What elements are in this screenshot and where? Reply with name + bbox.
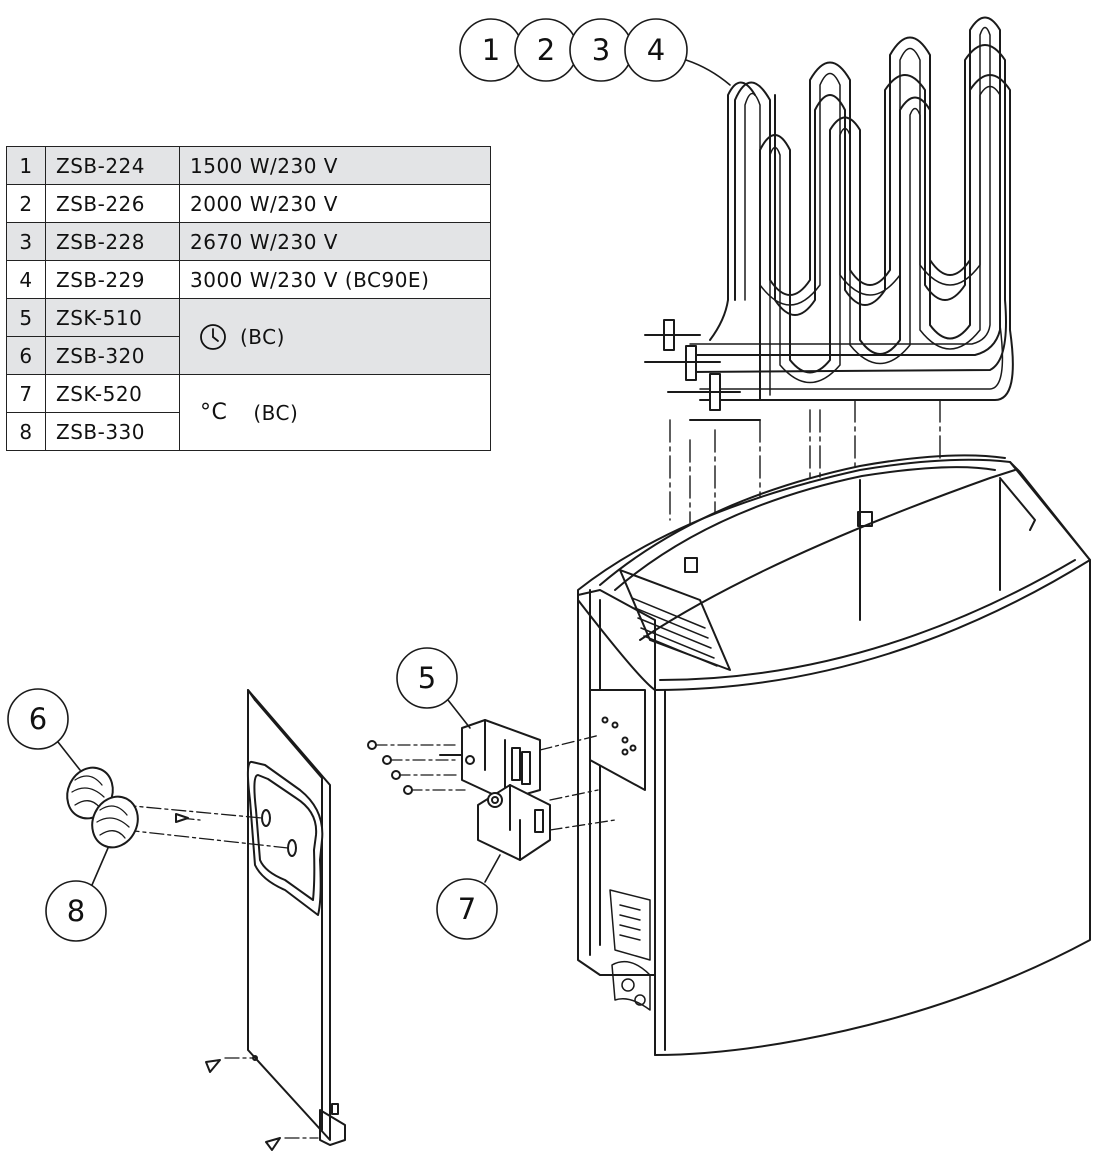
parts-table: 1 ZSB-224 1500 W/230 V 2 ZSB-226 2000 W/… (6, 146, 491, 451)
callout-circle-5 (396, 647, 458, 709)
part-number: 2 (6, 184, 46, 223)
table-row: 3 ZSB-228 2670 W/230 V (6, 222, 491, 261)
table-row: 7 ZSK-520 °C (BC) (6, 374, 491, 451)
callout-label-5: 5 (417, 661, 437, 695)
part-code: ZSB-320 (45, 336, 180, 375)
part-code: ZSB-229 (45, 260, 180, 299)
part-code: ZSB-226 (45, 184, 180, 223)
callout-circle-7 (436, 878, 498, 940)
callout-label-2: 2 (536, 33, 556, 67)
callout-circle-6 (7, 688, 69, 750)
heating-element-back (689, 16, 1001, 356)
leader-lines (57, 59, 731, 886)
part-number: 6 (6, 336, 46, 375)
part-code: ZSB-224 (45, 146, 180, 185)
timer-group-label: (BC) (240, 324, 285, 349)
control-panel (121, 689, 346, 1151)
table-row: 1 ZSB-224 1500 W/230 V (6, 146, 491, 185)
part-spec: 3000 W/230 V (BC90E) (179, 260, 491, 299)
part-spec: 2000 W/230 V (179, 184, 491, 223)
thermostat-component (477, 784, 616, 861)
part-number: 4 (6, 260, 46, 299)
callout-circles (7, 18, 688, 942)
heating-elements (644, 16, 1014, 421)
timer-component (367, 719, 601, 801)
part-number: 5 (6, 298, 46, 337)
celsius-symbol: °C (200, 400, 228, 425)
part-code: ZSB-228 (45, 222, 180, 261)
callout-label-1: 1 (481, 33, 501, 67)
table-row: 8 ZSB-330 (6, 412, 491, 451)
table-row: 4 ZSB-229 3000 W/230 V (BC90E) (6, 260, 491, 299)
callout-label-8: 8 (66, 894, 86, 928)
timer-group-cell: (BC) (179, 298, 491, 375)
part-number: 8 (6, 412, 46, 451)
part-code: ZSB-330 (45, 412, 180, 451)
callout-label-4: 4 (646, 33, 666, 67)
part-number: 7 (6, 374, 46, 413)
table-row: 5 ZSK-510 (BC) (6, 298, 491, 375)
callout-circle-8 (45, 880, 107, 942)
part-spec: 1500 W/230 V (179, 146, 491, 185)
callout-label-3: 3 (591, 33, 611, 67)
knob-8 (91, 795, 139, 849)
callout-circle-4 (624, 18, 688, 82)
table-row: 6 ZSB-320 (6, 336, 491, 375)
part-spec: 2670 W/230 V (179, 222, 491, 261)
part-code: ZSK-520 (45, 374, 180, 413)
heater-housing (577, 454, 1091, 1056)
heating-element-front (699, 74, 1014, 401)
heating-element-middle (689, 44, 1007, 373)
part-code: ZSK-510 (45, 298, 180, 337)
callout-label-6: 6 (28, 702, 48, 736)
part-number: 3 (6, 222, 46, 261)
callout-label-7: 7 (457, 892, 477, 926)
clock-icon (200, 323, 226, 350)
thermostat-group-label: (BC) (253, 400, 299, 425)
part-number: 1 (6, 146, 46, 185)
thermostat-group-cell: °C (BC) (179, 374, 491, 451)
table-row: 2 ZSB-226 2000 W/230 V (6, 184, 491, 223)
